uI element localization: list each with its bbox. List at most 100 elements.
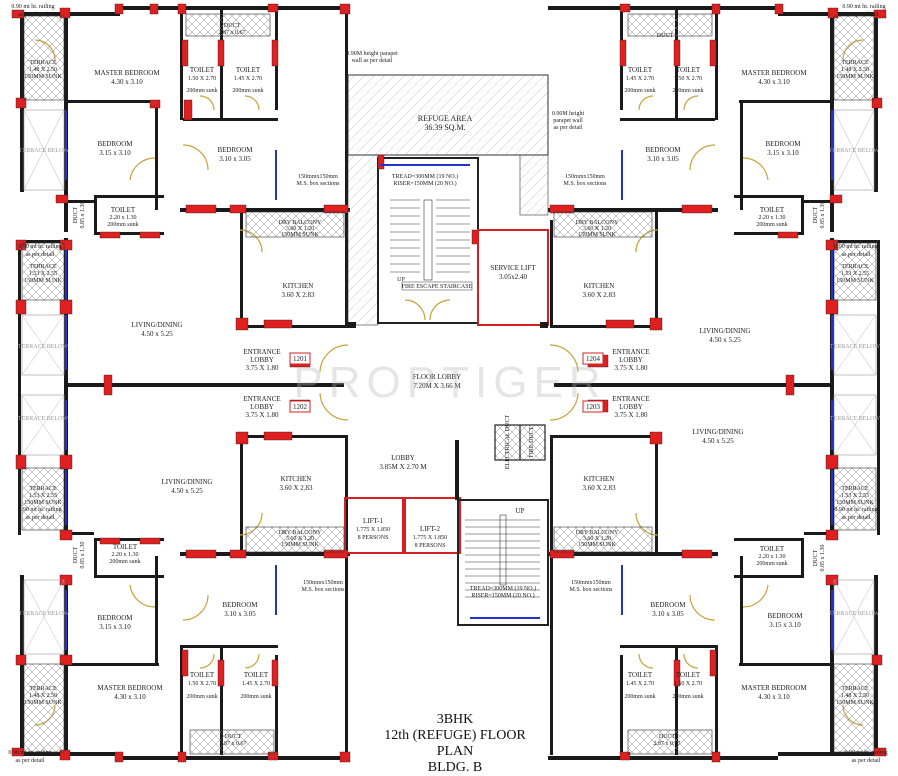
entrance-lobby-label: ENTRANCE: [243, 348, 280, 356]
terrace-dim: 1.48 X 2.50: [841, 693, 869, 699]
labels: 0.90 mt ht. railing as per detail 0.90 m…: [8, 4, 887, 764]
bedroom-label: BEDROOM: [767, 612, 803, 620]
bedroom-dim: 3.15 x 3.10: [769, 621, 801, 629]
duct-dim: 0.85 x 1.30: [80, 202, 86, 229]
flat-number-1201: 1201: [293, 355, 308, 363]
toilet-label: TOILET: [760, 545, 785, 553]
kitchen-dim: 3.60 X 2.83: [582, 291, 616, 299]
floor-lobby-label: FLOOR LOBBY: [413, 373, 461, 381]
terrace-below-label: TERRACE BELOW: [19, 611, 69, 617]
toilet-label: TOILET: [113, 543, 138, 551]
duct-label: DUCT: [73, 547, 79, 564]
lift-2-dim: 1.775 X 1.850: [413, 535, 447, 541]
living-dim: 4.50 x 5.25: [141, 330, 173, 338]
box-section-note: M.S. box sections: [569, 587, 613, 593]
terrace-dim: 1.48 X 2.50: [29, 67, 57, 73]
terrace-below-label: TERRACE BELOW: [830, 416, 880, 422]
box-section-note: M.S. box sections: [301, 587, 345, 593]
toilet-note: 200mm sunk: [756, 561, 787, 567]
toilet-label: TOILET: [760, 206, 785, 214]
terrace-dim: 1.53 X 2.55: [841, 493, 869, 499]
terrace-label: TERRACE: [841, 264, 869, 270]
parapet-note: parapet wall: [553, 118, 583, 124]
lift-2: [404, 497, 461, 554]
floor-lobby-dim: 7.20M X 3.66 M: [413, 382, 461, 390]
living-dim: 4.50 x 5.25: [702, 437, 734, 445]
terrace-label: TERRACE: [29, 486, 57, 492]
terrace-dim: 1.53 X 2.55: [29, 271, 57, 277]
terrace-below-label: TERRACE BELOW: [19, 148, 69, 154]
entrance-lobby-label: LOBBY: [619, 403, 643, 411]
railing-note: as per detail: [16, 758, 45, 764]
toilet-dim: 2.20 x 1.30: [110, 215, 137, 221]
master-bedroom-label: MASTER BEDROOM: [741, 69, 807, 77]
toilet-dim: 1.50 X 2.70: [188, 681, 216, 687]
entrance-lobby-label: LOBBY: [619, 356, 643, 364]
parapet-note: 0.90M height parapet: [346, 51, 398, 57]
terrace-below-label: TERRACE BELOW: [829, 148, 879, 154]
toilet-label: TOILET: [628, 66, 653, 74]
railing-note: 0.90 mt ht. railing: [8, 750, 51, 756]
bedroom-dim: 3.15 x 3.10: [99, 623, 131, 631]
toilet-dim: 2.20 x 1.30: [759, 554, 786, 560]
lift-2-capacity: 8 PERSONS: [415, 543, 446, 549]
kitchen-label: KITCHEN: [584, 282, 615, 290]
terrace-below-label: TERRACE BELOW: [18, 344, 68, 350]
refuge-area-dim: 36.39 SQ.M.: [424, 123, 465, 132]
toilet-note: 200mm sunk: [240, 694, 271, 700]
terrace-dim: 1.53 X 2.55: [841, 271, 869, 277]
duct-label: DUCT: [657, 33, 674, 39]
entrance-lobby-dim: 3.75 X 1.80: [245, 411, 279, 419]
shaft-label: ELECTRICAL DUCT: [505, 415, 511, 470]
terrace-dim: 1.48 X 2.50: [841, 67, 869, 73]
railing-note: 0.90 mt ht. railing: [842, 4, 885, 10]
duct-dim: 2.87 x 0.67: [220, 741, 247, 747]
entrance-lobby-label: LOBBY: [250, 403, 274, 411]
railing-note: 0.90 mt ht. railing: [834, 507, 877, 513]
railing-note: 0.90 mt ht. railing: [18, 507, 61, 513]
railing-note: as per detail: [26, 515, 55, 521]
entrance-lobby-label: ENTRANCE: [612, 395, 649, 403]
duct-dim: 2.87 x 0.67: [654, 741, 681, 747]
bedroom-label: BEDROOM: [650, 601, 686, 609]
kitchen-label: KITCHEN: [283, 282, 314, 290]
terrace-note: 150MM SUNK: [24, 500, 62, 506]
box-section-note: 150mmx150mm: [298, 174, 338, 180]
kitchen-dim: 3.60 X 2.83: [279, 484, 313, 492]
dry-balcony-note: 150MM SUNK: [281, 542, 319, 548]
stair-note: RISER=150MM (20 NO.): [471, 592, 534, 599]
terrace-below-label: TERRACE BELOW: [830, 344, 880, 350]
master-bedroom-label: MASTER BEDROOM: [741, 684, 807, 692]
kitchen-label: KITCHEN: [281, 475, 312, 483]
toilet-dim: 1.45 X 2.70: [242, 681, 270, 687]
dry-balcony-dim: 3.60 X 1.20: [286, 226, 314, 232]
dry-balcony-note: 150MM SUNK: [578, 542, 616, 548]
parapet-note: as per detail: [554, 125, 583, 131]
dry-balcony-note: 150MM SUNK: [281, 232, 319, 238]
flat-number-1202: 1202: [293, 403, 308, 411]
toilet-note: 200mm sunk: [624, 88, 655, 94]
entrance-lobby-dim: 3.75 X 1.80: [614, 411, 648, 419]
toilet-label: TOILET: [236, 66, 261, 74]
parapet-note: 0.90M height: [552, 111, 585, 117]
toilet-label: TOILET: [628, 671, 653, 679]
toilet-label: TOILET: [676, 66, 701, 74]
railing-note: as per detail: [852, 758, 881, 764]
railing-note: 0.90 mt ht. railing: [11, 4, 54, 10]
stair-up-label: UP: [397, 277, 405, 283]
dry-balcony-dim: 3.60 X 1.20: [583, 536, 611, 542]
lift-2-label: LIFT-2: [420, 525, 440, 533]
toilet-dim: 1.50 X 2.70: [674, 681, 702, 687]
railing-note: as per detail: [842, 252, 871, 258]
bedroom-label: BEDROOM: [217, 146, 253, 154]
lift-1-capacity: 8 PERSONS: [358, 535, 389, 541]
living-dim: 4.50 x 5.25: [171, 487, 203, 495]
bedroom-label: BEDROOM: [765, 140, 801, 148]
duct-dim: 0.85 x 1.30: [820, 202, 826, 229]
box-section-note: 150mmx150mm: [565, 174, 605, 180]
entrance-lobby-label: ENTRANCE: [612, 348, 649, 356]
railing-note: as per detail: [19, 12, 48, 18]
living-label: LIVING/DINING: [162, 478, 213, 486]
toilet-label: TOILET: [190, 66, 215, 74]
terrace-label: TERRACE: [29, 686, 57, 692]
